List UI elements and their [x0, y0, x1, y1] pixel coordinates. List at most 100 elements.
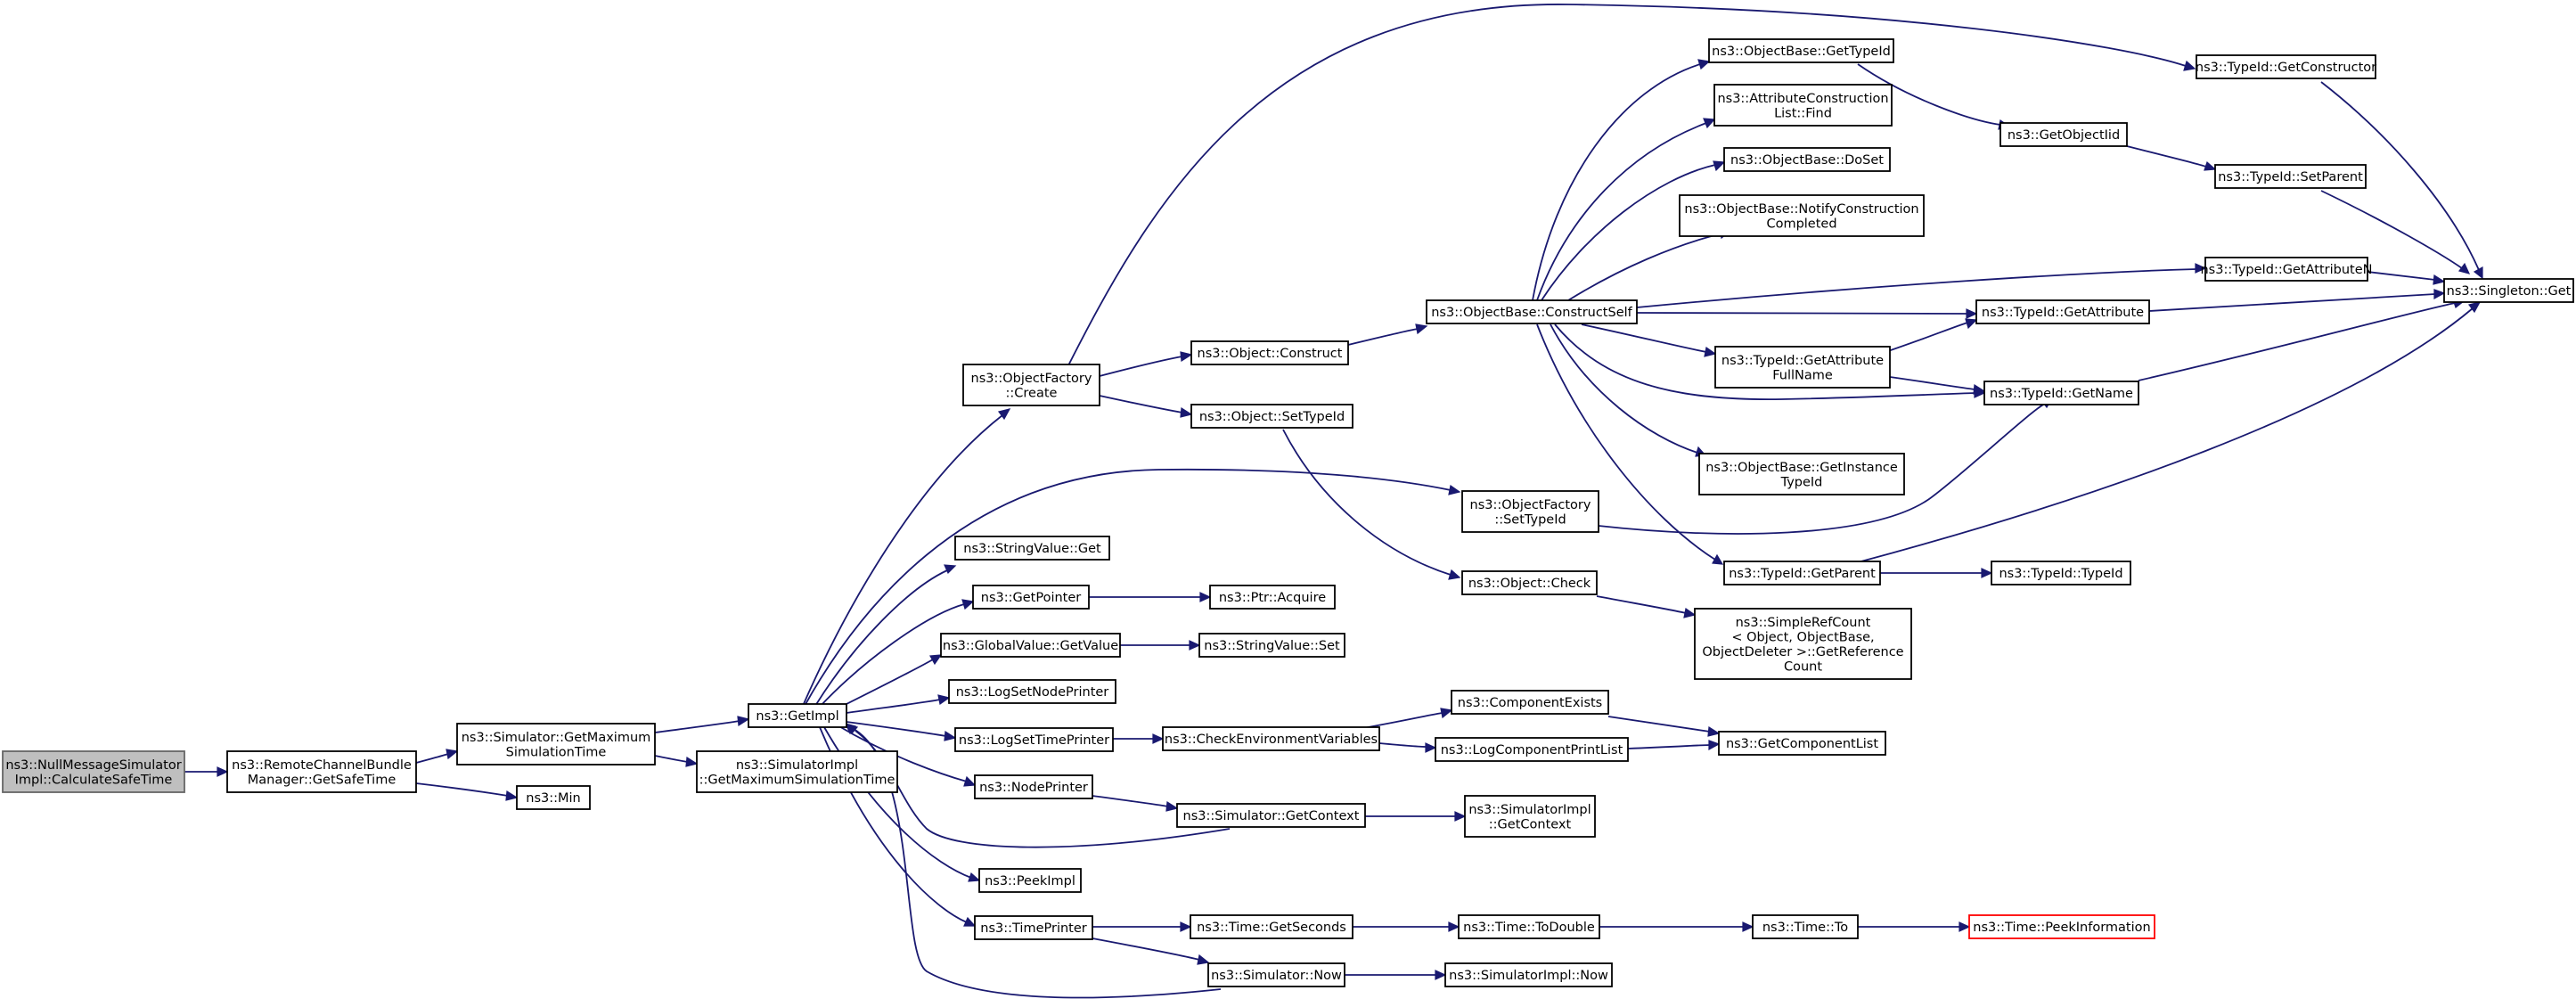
node-box[interactable] [974, 915, 1093, 940]
graph-node[interactable]: ns3::PeekImpl [978, 868, 1082, 893]
node-box[interactable] [1190, 340, 1349, 365]
graph-node[interactable]: ns3::ObjectFactory::Create [962, 364, 1100, 406]
node-box[interactable] [2443, 278, 2574, 303]
graph-node[interactable]: ns3::GetObjectIid [1999, 122, 2128, 147]
graph-node[interactable]: ns3::Time::GetSeconds [1190, 914, 1353, 939]
node-box[interactable] [978, 868, 1082, 893]
node-box[interactable] [954, 727, 1114, 752]
node-box[interactable] [962, 364, 1100, 406]
node-box[interactable] [1975, 299, 2150, 324]
graph-node[interactable]: ns3::LogComponentPrintList [1435, 737, 1629, 762]
node-box[interactable] [972, 585, 1090, 610]
node-box[interactable] [1968, 914, 2155, 939]
graph-node[interactable]: ns3::TimePrinter [974, 915, 1093, 940]
graph-node[interactable]: ns3::TypeId::GetName [1983, 381, 2139, 405]
graph-node[interactable]: ns3::TypeId::TypeId [1991, 561, 2131, 585]
node-box[interactable] [1190, 404, 1353, 429]
node-box[interactable] [516, 785, 591, 810]
node-box[interactable] [748, 703, 847, 728]
graph-node[interactable]: ns3::CheckEnvironmentVariables [1162, 726, 1380, 751]
node-box[interactable] [2204, 257, 2368, 282]
graph-node[interactable]: ns3::SimpleRefCount< Object, ObjectBase,… [1694, 608, 1912, 680]
node-box[interactable] [1713, 84, 1893, 127]
graph-node[interactable]: ns3::Simulator::GetMaximumSimulationTime [456, 723, 656, 765]
graph-node[interactable]: ns3::ObjectBase::DoSet [1723, 147, 1891, 172]
node-box[interactable] [1694, 608, 1912, 680]
graph-node[interactable]: ns3::Ptr::Acquire [1209, 585, 1336, 610]
graph-node[interactable]: ns3::TypeId::GetParent [1723, 561, 1881, 585]
node-box[interactable] [974, 774, 1093, 799]
node-box[interactable] [1207, 962, 1345, 987]
node-box[interactable] [948, 679, 1116, 704]
graph-node[interactable]: ns3::Simulator::GetContext [1176, 803, 1366, 828]
graph-node[interactable]: ns3::TypeId::GetConstructor [2196, 54, 2376, 79]
graph-node[interactable]: ns3::Singleton::Get [2443, 278, 2574, 303]
node-box[interactable] [954, 536, 1110, 561]
graph-node[interactable]: ns3::StringValue::Get [954, 536, 1110, 561]
node-box[interactable] [1999, 122, 2128, 147]
graph-node[interactable]: ns3::SimulatorImpl::Now [1444, 962, 1613, 987]
graph-node[interactable]: ns3::Min [516, 785, 591, 810]
graph-node[interactable]: ns3::GetComponentList [1718, 731, 1886, 756]
node-box[interactable] [1435, 737, 1629, 762]
node-box[interactable] [1752, 914, 1859, 939]
root-node-box[interactable] [2, 750, 185, 793]
node-box[interactable] [1714, 346, 1891, 389]
node-box[interactable] [1718, 731, 1886, 756]
graph-node[interactable]: ns3::ObjectBase::GetTypeId [1708, 38, 1894, 63]
node-box[interactable] [1464, 795, 1596, 838]
graph-node[interactable]: ns3::SimulatorImpl::GetMaximumSimulation… [696, 750, 898, 793]
node-box[interactable] [1458, 914, 1600, 939]
node-box[interactable] [1698, 453, 1905, 495]
graph-node[interactable]: ns3::Time::ToDouble [1458, 914, 1600, 939]
node-box[interactable] [2196, 54, 2376, 79]
graph-node[interactable]: ns3::GetImpl [748, 703, 847, 728]
graph-node[interactable]: ns3::LogSetNodePrinter [948, 679, 1116, 704]
node-box[interactable] [456, 723, 656, 765]
graph-node[interactable]: ns3::Object::Construct [1190, 340, 1349, 365]
graph-node[interactable]: ns3::ObjectBase::ConstructSelf [1426, 299, 1638, 324]
graph-node[interactable]: ns3::Simulator::Now [1207, 962, 1345, 987]
node-box[interactable] [226, 750, 417, 793]
node-box[interactable] [1461, 490, 1599, 533]
node-box[interactable] [940, 633, 1121, 658]
node-box[interactable] [1679, 194, 1925, 237]
graph-node[interactable]: ns3::LogSetTimePrinter [954, 727, 1114, 752]
graph-node[interactable]: ns3::ComponentExists [1451, 690, 1609, 715]
graph-node[interactable]: ns3::Object::SetTypeId [1190, 404, 1353, 429]
node-box[interactable] [696, 750, 898, 793]
node-box[interactable] [1198, 633, 1345, 658]
node-box[interactable] [1708, 38, 1894, 63]
node-box[interactable] [1162, 726, 1380, 751]
node-box[interactable] [1461, 570, 1598, 595]
graph-node[interactable]: ns3::NodePrinter [974, 774, 1093, 799]
node-box[interactable] [1723, 561, 1881, 585]
graph-node[interactable]: ns3::Time::PeekInformation [1968, 914, 2155, 939]
graph-node[interactable]: ns3::RemoteChannelBundleManager::GetSafe… [226, 750, 417, 793]
graph-node[interactable]: ns3::GlobalValue::GetValue [940, 633, 1121, 658]
graph-node[interactable]: ns3::StringValue::Set [1198, 633, 1345, 658]
node-box[interactable] [1983, 381, 2139, 405]
node-box[interactable] [1190, 914, 1353, 939]
node-box[interactable] [1451, 690, 1609, 715]
graph-node[interactable]: ns3::SimulatorImpl::GetContext [1464, 795, 1596, 838]
node-box[interactable] [1426, 299, 1638, 324]
graph-node[interactable]: ns3::NullMessageSimulatorImpl::Calculate… [2, 750, 185, 793]
graph-node[interactable]: ns3::ObjectFactory::SetTypeId [1461, 490, 1599, 533]
graph-node[interactable]: ns3::Object::Check [1461, 570, 1598, 595]
node-box[interactable] [1444, 962, 1613, 987]
graph-node[interactable]: ns3::TypeId::GetAttributeN [2200, 257, 2373, 282]
node-box[interactable] [1723, 147, 1891, 172]
node-box[interactable] [1176, 803, 1366, 828]
graph-node[interactable]: ns3::GetPointer [972, 585, 1090, 610]
graph-node[interactable]: ns3::Time::To [1752, 914, 1859, 939]
graph-node[interactable]: ns3::TypeId::SetParent [2214, 164, 2367, 189]
node-box[interactable] [2214, 164, 2367, 189]
graph-node[interactable]: ns3::TypeId::GetAttribute [1975, 299, 2150, 324]
node-box[interactable] [1209, 585, 1336, 610]
node-box[interactable] [1991, 561, 2131, 585]
graph-node[interactable]: ns3::ObjectBase::NotifyConstructionCompl… [1679, 194, 1925, 237]
